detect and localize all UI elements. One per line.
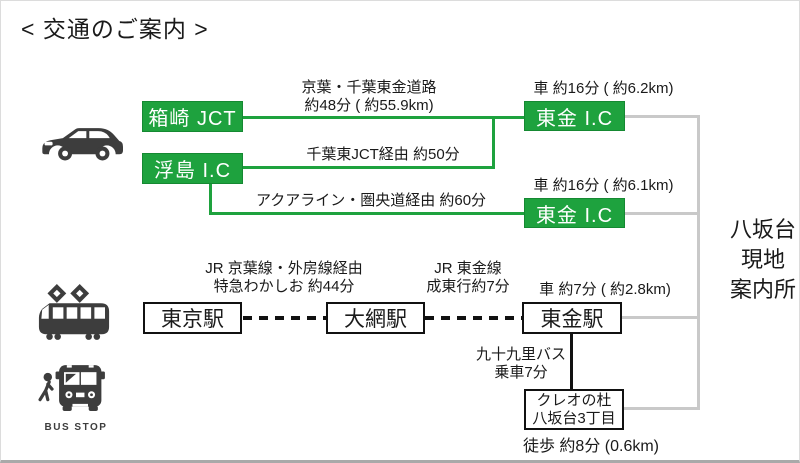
- node-hakozaki-jct: 箱崎 JCT: [142, 101, 243, 132]
- bus-stop-cleo-line1: クレオの杜: [536, 391, 612, 409]
- line-hakozaki-to-togane-ic: [243, 116, 525, 119]
- station-tokyo-label: 東京駅: [161, 308, 224, 331]
- label-keiyo-sotobo: JR 京葉線・外房線経由 特急わかしお 約44分: [194, 260, 374, 296]
- bus-stop-sign-label: BUS STOP: [44, 422, 108, 433]
- bracket-from-togane-ic-b: [625, 212, 700, 215]
- label-drive-b: 車 約16分 ( 約6.1km): [533, 177, 674, 194]
- station-togane: 東金駅: [522, 302, 622, 334]
- node-ukishima-ic: 浮島 I.C: [142, 153, 243, 184]
- line-ukishima-chibahigashi: [243, 166, 495, 169]
- page-title: < 交通のご案内 >: [21, 16, 209, 42]
- destination-label: 八坂台 現地 案内所: [727, 215, 799, 305]
- node-togane-ic-b-label: 東金 I.C: [535, 204, 614, 227]
- node-ukishima-ic-label: 浮島 I.C: [153, 160, 232, 182]
- label-keiyo-road: 京葉・千葉東金道路 約48分 ( 約55.9km): [269, 79, 469, 115]
- label-drive-a: 車 約16分 ( 約6.2km): [533, 80, 674, 97]
- node-hakozaki-jct-label: 箱崎 JCT: [148, 108, 237, 130]
- bus-stop-icon: BUS STOP: [37, 363, 115, 433]
- station-togane-label: 東金駅: [540, 308, 604, 331]
- line-aqualine-to-togane-ic: [209, 212, 525, 215]
- destination-line2: 現地: [740, 247, 785, 272]
- tram-icon: [29, 282, 119, 348]
- rail-tokyo-oami: [243, 316, 327, 320]
- bracket-vertical: [697, 115, 700, 410]
- label-walk: 徒歩 約8分 (0.6km): [522, 438, 660, 455]
- bracket-from-cleo: [624, 407, 700, 410]
- label-via-chibahigashi: 千葉東JCT経由 約50分: [306, 146, 460, 163]
- label-togane-line: JR 東金線 成東行約7分: [408, 260, 528, 296]
- bus-stop-cleo: クレオの杜 八坂台3丁目: [524, 389, 624, 430]
- label-keiyo-sotobo-line2: 特急わかしお 約44分: [213, 278, 355, 295]
- bracket-from-togane-ic-a: [625, 115, 700, 118]
- label-togane-line-line1: JR 東金線: [434, 260, 502, 277]
- destination-line3: 案内所: [729, 277, 796, 302]
- label-keiyo-road-line1: 京葉・千葉東金道路: [301, 79, 437, 96]
- line-togane-to-cleo: [570, 334, 573, 391]
- station-oami: 大網駅: [326, 302, 425, 334]
- station-oami-label: 大網駅: [344, 308, 407, 331]
- rail-oami-togane: [425, 316, 523, 320]
- label-kujukuri-bus-line1: 九十九里バス: [475, 346, 566, 363]
- label-kujukuri-bus: 九十九里バス 乗車7分: [461, 346, 581, 382]
- label-drive-from-togane: 車 約7分 ( 約2.8km): [539, 281, 671, 298]
- node-togane-ic-a-label: 東金 I.C: [535, 107, 614, 130]
- station-tokyo: 東京駅: [143, 302, 242, 334]
- destination-line1: 八坂台: [729, 217, 796, 242]
- label-keiyo-road-line2: 約48分 ( 約55.9km): [304, 97, 434, 114]
- node-togane-ic-a: 東金 I.C: [524, 101, 625, 131]
- car-icon: [35, 119, 123, 177]
- line-chibahigashi-join: [492, 116, 495, 169]
- node-togane-ic-b: 東金 I.C: [524, 198, 625, 228]
- line-ukishima-down: [209, 183, 212, 215]
- label-via-aqualine: アクアライン・圏央道経由 約60分: [255, 192, 487, 209]
- label-keiyo-sotobo-line1: JR 京葉線・外房線経由: [205, 260, 363, 277]
- label-kujukuri-bus-line2: 乗車7分: [494, 364, 548, 381]
- label-togane-line-line2: 成東行約7分: [426, 278, 510, 295]
- bus-stop-cleo-line2: 八坂台3丁目: [532, 409, 616, 427]
- bracket-from-togane-station: [622, 316, 700, 319]
